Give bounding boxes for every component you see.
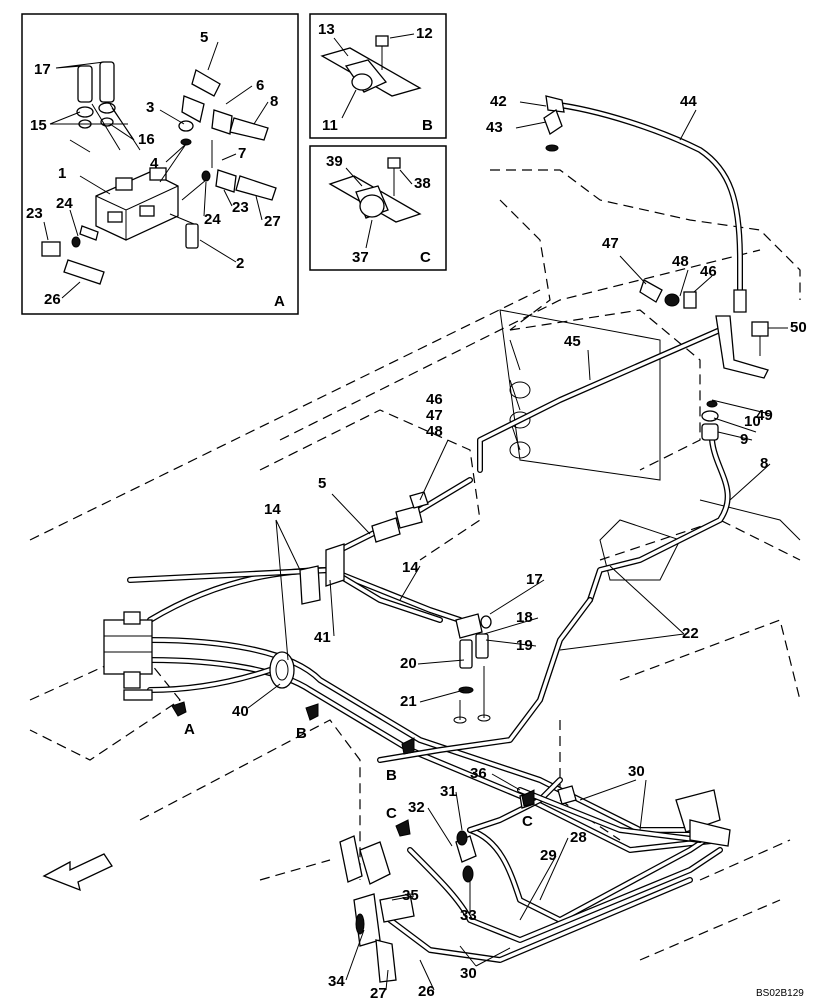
control-valve-block	[95, 167, 179, 241]
callout: 47	[602, 235, 619, 252]
callout: 14	[402, 559, 419, 576]
callout: 35	[402, 887, 419, 904]
callout: 32	[408, 799, 425, 816]
callout: 47	[426, 407, 443, 424]
detail-a-frame	[21, 13, 299, 315]
detail-view-a: 17 5 6 8 3 15 16 4 7 1 24 23 24 23 27 2 …	[21, 13, 299, 315]
callout: 14	[264, 501, 281, 518]
callout: 16	[138, 131, 155, 148]
callout: 8	[760, 455, 768, 472]
callout: 44	[680, 93, 697, 110]
view-arrow-b	[401, 737, 415, 755]
callout: 24	[204, 211, 221, 228]
callout: 41	[314, 629, 331, 646]
callout: 1	[58, 165, 66, 182]
callout: 37	[352, 249, 369, 266]
callout: 42	[490, 93, 507, 110]
callout: 2	[236, 255, 244, 272]
callout: 28	[570, 829, 587, 846]
view-letter-c: C	[420, 249, 431, 266]
callout: 18	[516, 609, 533, 626]
detail-a-fittings	[41, 61, 277, 285]
callout: 38	[414, 175, 431, 192]
hose-lines	[127, 101, 743, 963]
view-arrow-b	[305, 703, 319, 721]
callout: 12	[416, 25, 433, 42]
detail-view-b: 13 12 11 B	[309, 13, 447, 139]
callout: 29	[540, 847, 557, 864]
callout: 50	[790, 319, 807, 336]
callout: 34	[328, 973, 345, 990]
callout: 9	[740, 431, 748, 448]
callout: 20	[400, 655, 417, 672]
drawing-code: BS02B129	[756, 988, 804, 999]
callout: 5	[200, 29, 208, 46]
view-arrow-a	[171, 701, 187, 717]
main-callouts: 42 44 43 47 48 46 50 45 49 10 9 46 47 48…	[232, 93, 807, 1000]
callout: 3	[146, 99, 154, 116]
callout: 27	[370, 985, 387, 1000]
direction-arrow-icon	[42, 853, 113, 892]
callout: 48	[426, 423, 443, 440]
callout: 15	[30, 117, 47, 134]
main-components	[103, 95, 769, 983]
view-marker-label: C	[386, 805, 397, 822]
callout: 46	[426, 391, 443, 408]
callout: 19	[516, 637, 533, 654]
callout: 30	[460, 965, 477, 982]
callout: 26	[418, 983, 435, 1000]
callout: 31	[440, 783, 457, 800]
callout: 48	[672, 253, 689, 270]
callout: 7	[238, 145, 246, 162]
detail-a-callouts: 17 5 6 8 3 15 16 4 7 1 24 23 24 23 27 2 …	[26, 29, 285, 310]
callout: 46	[700, 263, 717, 280]
callout: 39	[326, 153, 343, 170]
callout: 43	[486, 119, 503, 136]
view-marker-label: A	[184, 721, 195, 738]
callout: 8	[270, 93, 278, 110]
front-direction-arrow	[42, 853, 113, 892]
detail-view-c: 39 38 37 C	[309, 145, 447, 271]
view-marker-label: C	[522, 813, 533, 830]
callout: 30	[628, 763, 645, 780]
view-marker-label: B	[296, 725, 307, 742]
machine-outline	[29, 169, 801, 961]
callout: 21	[400, 693, 417, 710]
callout: 5	[318, 475, 326, 492]
callout: 22	[682, 625, 699, 642]
callout: 23	[232, 199, 249, 216]
callout: 13	[318, 21, 335, 38]
callout: 40	[232, 703, 249, 720]
detail-c-frame	[309, 145, 447, 271]
callout: 6	[256, 77, 264, 94]
callout: 4	[150, 155, 159, 172]
detail-b-frame	[309, 13, 447, 139]
callout: 23	[26, 205, 43, 222]
view-letter-b: B	[422, 117, 433, 134]
view-marker-label: B	[386, 767, 397, 784]
callout: 24	[56, 195, 73, 212]
callout: 17	[34, 61, 51, 78]
callout: 26	[44, 291, 61, 308]
callout: 10	[744, 413, 761, 430]
view-arrow-c	[395, 819, 411, 837]
callout: 11	[322, 117, 338, 134]
callout: 27	[264, 213, 281, 230]
callout: 36	[470, 765, 487, 782]
view-letter-a: A	[274, 293, 285, 310]
callout: 33	[460, 907, 477, 924]
view-markers: A B B C C	[171, 701, 535, 837]
callout: 45	[564, 333, 581, 350]
view-arrow-c	[521, 789, 535, 807]
callout: 17	[526, 571, 543, 588]
